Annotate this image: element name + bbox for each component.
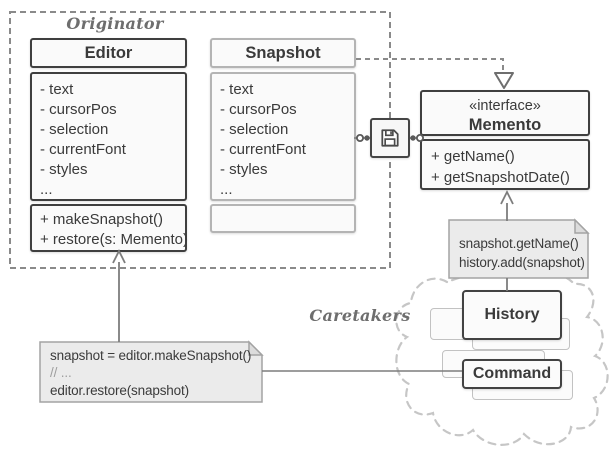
note-fold-corner (574, 218, 590, 234)
command-class: Command (462, 359, 562, 389)
attribute-row: - currentFont (40, 141, 126, 158)
attribute-row: - styles (220, 161, 268, 178)
ball-dot (364, 135, 370, 141)
code-line: editor.restore(snapshot) (50, 382, 189, 398)
editor-class-attributes: - text - cursorPos - selection - current… (30, 72, 187, 201)
attribute-row: - cursorPos (220, 101, 297, 118)
method-row: + makeSnapshot() (40, 211, 163, 228)
attribute-row: - currentFont (220, 141, 306, 158)
snapshot-class-title: Snapshot (210, 38, 356, 68)
originator-label: Originator (66, 14, 164, 33)
memento-interface-title: «interface» Memento (420, 90, 590, 136)
attribute-row: - text (220, 81, 254, 98)
snapshot-class: Snapshot - text - cursorPos - selection … (210, 38, 356, 233)
hollow-triangle-arrowhead (494, 72, 514, 89)
open-v-arrowhead (500, 189, 514, 205)
memento-interface: «interface» Memento + getName() + getSna… (420, 90, 590, 190)
snapshot-class-attributes: - text - cursorPos - selection - current… (210, 72, 356, 201)
note-editor-arrow (112, 248, 126, 342)
attribute-row: ... (40, 181, 53, 198)
attribute-row: - selection (220, 121, 289, 138)
method-row: + getSnapshotDate() (431, 169, 570, 186)
code-line: snapshot.getName() (459, 236, 579, 251)
ball-dot (410, 135, 416, 141)
attribute-row: - text (40, 81, 74, 98)
history-class: History (462, 290, 562, 340)
attribute-row: - styles (40, 161, 88, 178)
history-note-text: snapshot.getName() history.add(snapshot) (459, 234, 585, 272)
floppy-disk-icon (381, 129, 399, 147)
snapshot-class-methods-empty (210, 204, 356, 233)
snapshot-memento-realization-arrow (356, 58, 514, 89)
open-v-arrowhead (112, 248, 126, 264)
code-line: history.add(snapshot) (459, 255, 585, 270)
code-line: snapshot = editor.makeSnapshot() (50, 348, 252, 363)
socket-circle (355, 133, 364, 142)
attribute-row: - selection (40, 121, 109, 138)
editor-class-title: Editor (30, 38, 187, 68)
editor-class-methods: + makeSnapshot() + restore(s: Memento) (30, 204, 188, 252)
method-row: + getName() (431, 148, 515, 165)
editor-class: Editor - text - cursorPos - selection - … (30, 38, 188, 252)
editor-note-text: snapshot = editor.makeSnapshot() // ... … (50, 347, 251, 399)
interface-stereotype: «interface» (469, 98, 541, 114)
memento-name: Memento (468, 116, 542, 134)
code-line: // ... (50, 365, 72, 381)
attribute-row: ... (220, 181, 233, 198)
memento-interface-methods: + getName() + getSnapshotDate() (420, 139, 590, 190)
memento-link-box (370, 118, 410, 158)
caretakers-label: Caretakers (309, 306, 411, 325)
method-row: + restore(s: Memento) (40, 231, 188, 248)
attribute-row: - cursorPos (40, 101, 117, 118)
